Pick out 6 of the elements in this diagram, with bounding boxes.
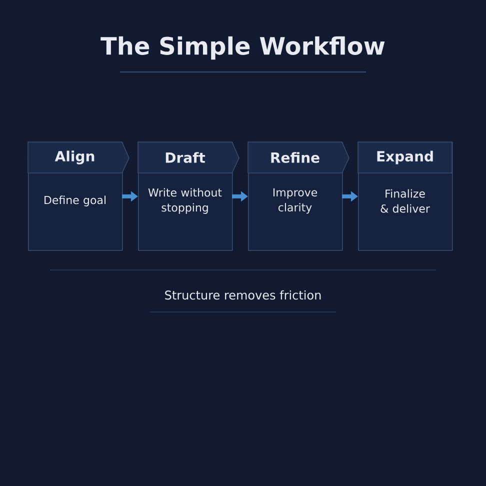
step-box: Expand Finalize & deliver bbox=[358, 142, 453, 251]
step-box: Refine Improve clarity bbox=[248, 142, 350, 251]
step-box: Draft Write without stopping bbox=[138, 142, 240, 251]
title: The Simple Workflow bbox=[100, 36, 385, 60]
caption: Structure removes friction bbox=[165, 290, 321, 300]
step-box: Align Define goal bbox=[28, 142, 130, 251]
